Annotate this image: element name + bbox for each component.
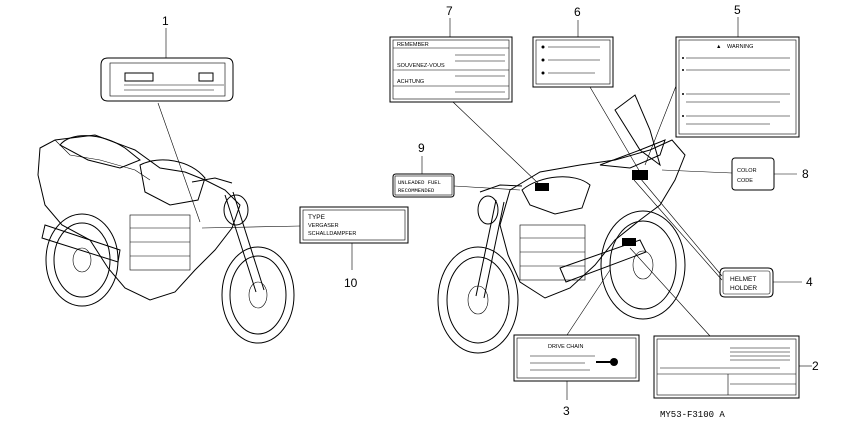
part-1-label-plate [100,57,234,102]
right-motorcycle [437,94,686,354]
part-2-spec-label [653,335,800,399]
fuel-label-line2: RECOMMENDED [398,187,435,194]
type-label-line3: SCHALLDAMPFER [308,231,356,237]
caution-row3: ACHTUNG [397,79,424,85]
left-motorcycle [37,134,295,344]
callout-1: 1 [162,14,169,28]
part-9-fuel-label: UNLEADED FUEL RECOMMENDED [392,173,455,198]
color-label-line1: COLOR [737,168,757,174]
callout-5: 5 [734,3,741,17]
helmet-label-line2: HOLDER [730,285,757,292]
warning-title: WARNING [727,44,753,50]
type-label-line2: VERGASER [308,223,339,229]
callout-7: 7 [446,4,453,18]
callout-10: 10 [344,276,358,290]
part-5-warning-label: ▲ WARNING [675,36,800,138]
wrench-icon [610,358,618,366]
part-6-info-label [532,36,614,88]
warning-triangle-icon: ▲ [716,44,721,50]
helmet-label-line1: HELMET [730,276,756,283]
part-8-color-label: COLOR CODE [731,157,775,191]
callout-3: 3 [563,404,570,418]
callout-4: 4 [806,275,813,289]
callout-9: 9 [418,141,425,155]
part-4-helmet-label: HELMET HOLDER [719,267,774,298]
part-7-caution-label: REMEMBER SOUVENEZ-VOUS ACHTUNG [389,36,513,103]
callout-2: 2 [812,359,819,373]
type-label-line1: TYPE [308,214,326,221]
part-3-chain-label: DRIVE CHAIN [513,334,640,382]
caution-row2: SOUVENEZ-VOUS [397,63,445,69]
part-10-type-label: TYPE VERGASER SCHALLDAMPFER [299,206,409,244]
callout-8: 8 [802,167,809,181]
chain-label-title: DRIVE CHAIN [548,344,583,350]
callout-6: 6 [574,5,581,19]
diagram-code: MY53-F3100 A [660,410,725,420]
color-label-line2: CODE [737,178,753,184]
caution-row1: REMEMBER [397,42,429,48]
fuel-label-line1: UNLEADED FUEL [398,179,441,186]
